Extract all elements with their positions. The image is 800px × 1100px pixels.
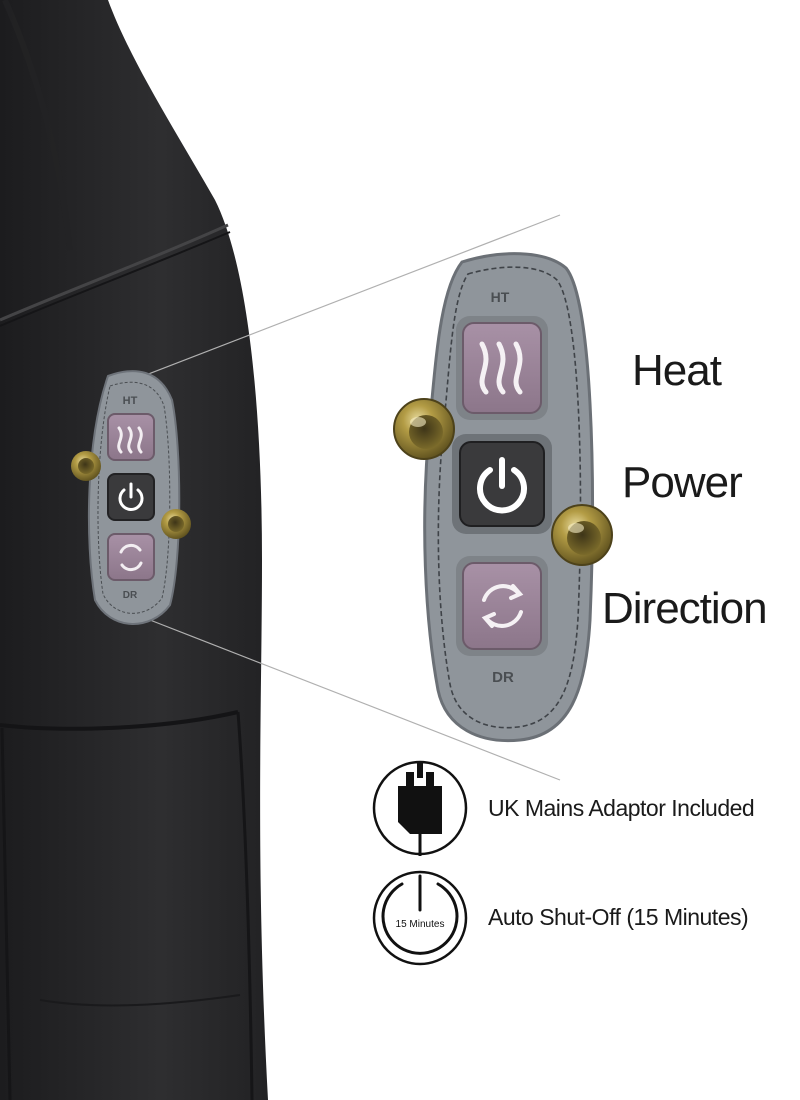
uk-plug-icon [372,760,468,856]
adaptor-feature-text: UK Mains Adaptor Included [488,795,755,821]
small-heat-icon [117,426,143,454]
small-power-icon [118,482,144,511]
small-dr-mark: DR [123,590,138,601]
direction-button[interactable] [462,562,542,650]
small-control-panel: HT DR [71,370,191,625]
ht-mark: HT [491,289,510,305]
small-ht-mark: HT [123,395,138,407]
direction-callout: Direction [602,584,768,633]
heat-callout: Heat [632,346,722,395]
zoomed-control-panel: HT DR [393,252,613,743]
direction-icon [481,584,524,628]
power-callout: Power [622,458,743,507]
small-direction-button[interactable] [107,533,155,581]
power-icon [477,457,527,514]
small-direction-icon [119,543,143,572]
dr-mark: DR [492,669,514,686]
zoom-guide-lines [119,214,561,781]
power-timer-icon: 15 Minutes [372,870,468,966]
timer-badge: 15 Minutes [396,919,445,930]
heat-icon [479,341,523,395]
shutoff-feature-text: Auto Shut-Off (15 Minutes) [488,904,749,930]
